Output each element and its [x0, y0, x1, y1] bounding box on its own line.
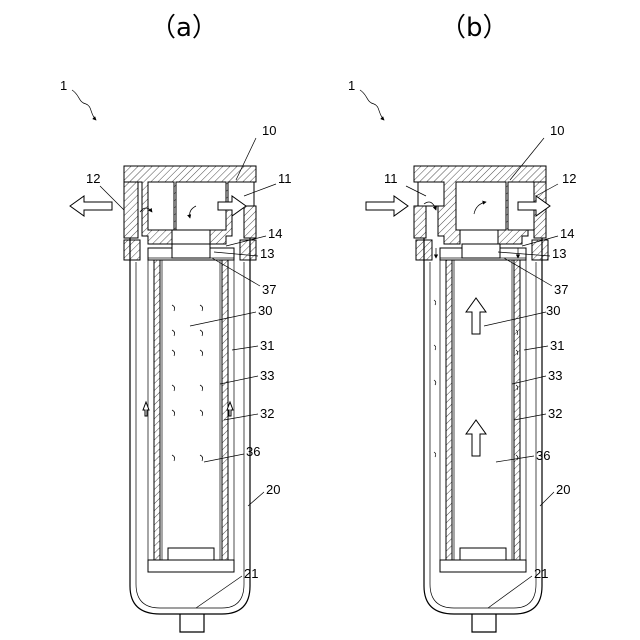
- panel-title-b: （b）: [440, 13, 509, 43]
- label-31-a: 31: [260, 338, 274, 353]
- bottom-plug-b: [460, 548, 506, 560]
- panel-title-a: （a）: [150, 13, 218, 43]
- label-1-b: 1: [348, 78, 355, 93]
- label-31-b: 31: [550, 338, 564, 353]
- label-33-a: 33: [260, 368, 274, 383]
- label-12-a: 12: [86, 171, 100, 186]
- label-14-b: 14: [560, 226, 574, 241]
- drain-b: [472, 614, 496, 632]
- media-left-b: [446, 260, 452, 560]
- core-arrow-lower-b: [466, 420, 486, 456]
- droplets-a: [172, 305, 203, 461]
- element-outer-b: [440, 258, 526, 562]
- element-outer-a: [148, 258, 234, 562]
- label-36-b: 36: [536, 448, 550, 463]
- outlet-arrow-12-a: [70, 196, 112, 216]
- label-36-a: 36: [246, 444, 260, 459]
- drain-a: [180, 614, 204, 632]
- bowl-thread-right-b: [532, 240, 548, 260]
- label-20-b: 20: [556, 482, 570, 497]
- label-20-a: 20: [266, 482, 280, 497]
- label-30-b: 30: [546, 303, 560, 318]
- core-arrow-upper-b: [466, 298, 486, 334]
- head-left-wall-b: [414, 206, 426, 238]
- label-37-b: 37: [554, 282, 568, 297]
- bottom-cap-a: [148, 560, 234, 572]
- label-37-a: 37: [262, 282, 276, 297]
- label-11-a: 11: [278, 171, 292, 186]
- label-21-b: 21: [534, 566, 548, 581]
- label-32-b: 32: [548, 406, 562, 421]
- label-10-b: 10: [550, 123, 564, 138]
- panel-b: （b） 1: [348, 13, 576, 632]
- head-left-wall-a: [124, 182, 138, 238]
- label-13-b: 13: [552, 246, 566, 261]
- media-right-b: [514, 260, 520, 560]
- bottom-plug-a: [168, 548, 214, 560]
- label-32-a: 32: [260, 406, 274, 421]
- bowl-thread-right-a: [240, 240, 256, 260]
- label-10-a: 10: [262, 123, 276, 138]
- label-30-a: 30: [258, 303, 272, 318]
- media-left-a: [154, 260, 160, 560]
- label-12-b: 12: [562, 171, 576, 186]
- nipple-13-b: [462, 244, 500, 258]
- leader-1-a: [72, 90, 96, 120]
- outlet-channel-a: [148, 182, 174, 230]
- inlet-arrow-11-b: [366, 196, 408, 216]
- center-chamber-b: [456, 182, 506, 230]
- label-1-a: 1: [60, 78, 67, 93]
- bowl-thread-left-b: [416, 240, 432, 260]
- label-11-b: 11: [384, 171, 398, 186]
- label-21-a: 21: [244, 566, 258, 581]
- leader-1-b: [360, 90, 384, 120]
- bottom-cap-b: [440, 560, 526, 572]
- label-33-b: 33: [548, 368, 562, 383]
- panel-a: （a） 1: [60, 13, 292, 632]
- label-14-a: 14: [268, 226, 282, 241]
- label-13-a: 13: [260, 246, 274, 261]
- nipple-13-a: [172, 244, 210, 258]
- bowl-thread-left-a: [124, 240, 140, 260]
- head-right-wall-a: [244, 206, 256, 238]
